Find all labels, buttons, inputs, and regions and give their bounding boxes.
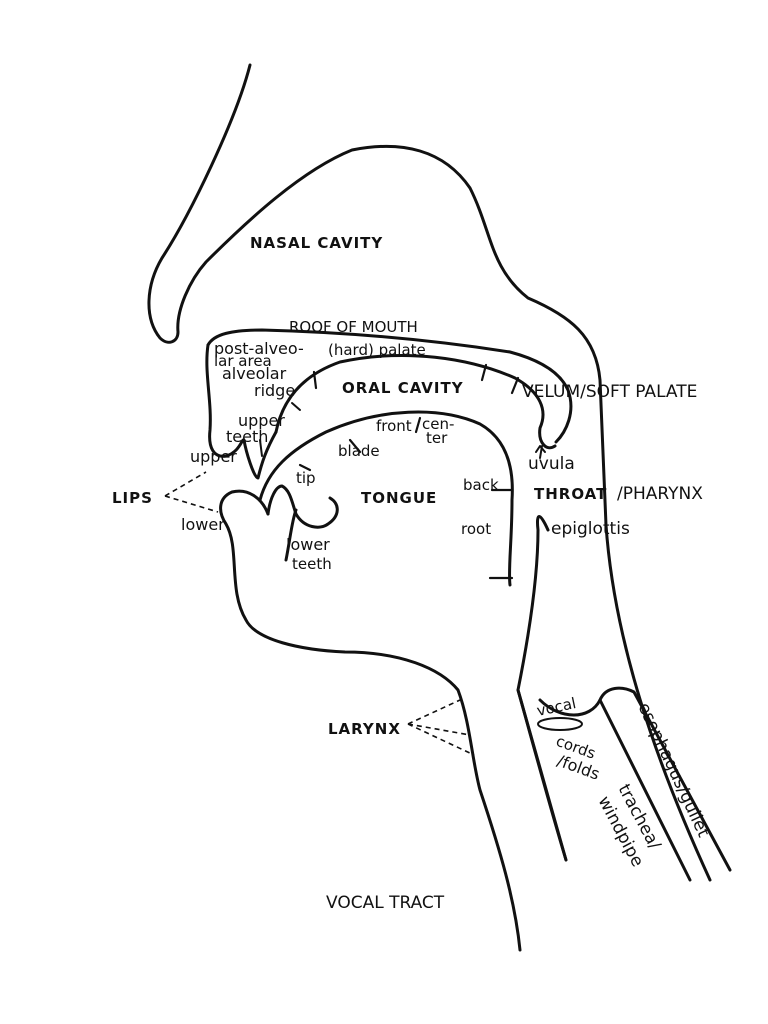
larynx-label: LARYNX	[328, 720, 401, 738]
pharynx-label: /PHARYNX	[617, 484, 703, 504]
uvula-label: uvula	[528, 454, 575, 474]
palate-tick-2	[480, 363, 488, 382]
tongue-center-label-1: cen-	[422, 415, 454, 433]
uvula-arrow	[535, 445, 546, 459]
tongue-front-tick	[414, 416, 422, 434]
velum-label: VELUM/SOFT PALATE	[522, 382, 697, 402]
tongue-floor-outline	[284, 508, 298, 562]
hard-palate-tick	[312, 370, 318, 390]
tongue-center-label-2: ter	[426, 429, 448, 447]
tongue-front-label: front	[376, 417, 412, 435]
labels: NASAL CAVITY ROOF OF MOUTH post-alveo- l…	[112, 234, 713, 913]
tongue-back-label: back	[463, 476, 499, 494]
larynx-pointer-3	[407, 723, 475, 756]
epiglottis-label: epiglottis	[551, 519, 630, 539]
nasal-cavity-label: NASAL CAVITY	[250, 234, 383, 252]
palate-outline	[274, 354, 557, 450]
lower-teeth-label-2: teeth	[292, 555, 332, 573]
vocal-tract-label: VOCAL TRACT	[326, 893, 445, 913]
hard-palate-label: (hard) palate	[328, 341, 426, 359]
epiglottis-outline	[516, 515, 568, 862]
larynx-pointer-2	[407, 723, 471, 736]
nose-outline	[147, 63, 712, 882]
tongue-tip-tick	[298, 463, 312, 472]
lar-area-label: lar area	[214, 352, 272, 370]
lower-lip-label: lower	[181, 515, 225, 534]
head-outline	[147, 63, 732, 952]
esophagus-outline	[598, 686, 732, 872]
upper-lip-outline	[205, 343, 278, 480]
alveolar-label: alveolar	[222, 364, 287, 383]
oral-cavity-label: ORAL CAVITY	[342, 379, 464, 397]
roof-of-mouth-label: ROOF OF MOUTH	[289, 318, 418, 336]
tongue-root-label: root	[461, 520, 491, 538]
lower-teeth-outline	[266, 484, 339, 529]
upper-lip-label: upper	[190, 447, 237, 466]
markers	[164, 363, 583, 756]
vocal-cords-ellipse	[537, 717, 583, 731]
upper-teeth-label-1: upper	[238, 411, 285, 430]
tongue-outline	[258, 410, 514, 587]
tongue-blade-tick	[348, 438, 362, 454]
lips-label: LIPS	[112, 489, 153, 507]
upper-jaw-outline	[206, 328, 573, 444]
velum-tick	[510, 376, 520, 395]
lips-upper-pointer	[164, 471, 207, 497]
lower-teeth-label-1: lower	[286, 535, 330, 554]
alveolar-arrow	[291, 402, 301, 411]
tongue-label: TONGUE	[361, 489, 437, 507]
larynx-pointer-1	[407, 699, 461, 725]
tongue-blade-label: blade	[338, 442, 380, 460]
ridge-label: ridge	[254, 381, 295, 400]
throat-label: THROAT	[534, 485, 607, 503]
lower-lip-chin-outline	[219, 489, 522, 952]
lips-lower-pointer	[164, 495, 219, 513]
upper-teeth-label-2: teeth	[226, 427, 268, 446]
upper-teeth-arrow	[259, 439, 263, 457]
tongue-tip-label: tip	[296, 469, 316, 487]
post-alveo-label: post-alveo-	[214, 339, 304, 358]
